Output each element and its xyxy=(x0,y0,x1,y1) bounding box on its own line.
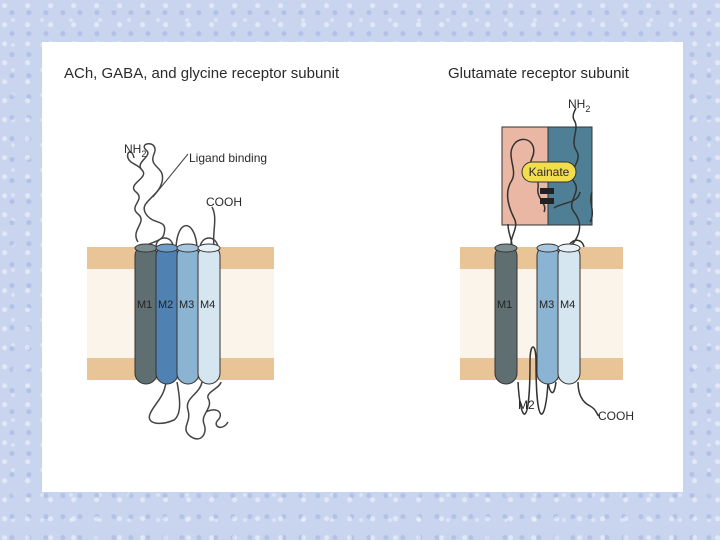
right-m2-reentrant-loop xyxy=(517,346,549,415)
kainate-label: Kainate xyxy=(529,165,570,179)
receptor-diagram: ACh, GABA, and glycine receptor subunit xyxy=(64,65,634,440)
right-loop-m2-m3 xyxy=(547,381,557,394)
slide-panel: ACh, GABA, and glycine receptor subunit xyxy=(42,42,683,492)
m2-label: M2 xyxy=(518,398,535,412)
right-segment-label-m3: M3 xyxy=(539,299,554,311)
left-helix-m1 xyxy=(134,243,158,385)
left-loop-m3-m4 xyxy=(199,237,219,248)
right-receptor-diagram: Glutamate receptor subunit Kainate xyxy=(448,65,634,423)
right-segment-label-m1: M1 xyxy=(497,299,512,311)
left-n-terminus-chain xyxy=(132,143,166,247)
right-nh2-label: NH2 xyxy=(568,97,590,114)
left-loop-intracellular-1 xyxy=(148,381,181,425)
left-helix-m3 xyxy=(176,243,200,385)
left-helix-m4 xyxy=(197,243,221,385)
right-title: Glutamate receptor subunit xyxy=(448,65,630,82)
right-s2-chain xyxy=(569,107,581,248)
right-cooh-label: COOH xyxy=(598,409,634,423)
left-segment-label-m1: M1 xyxy=(137,299,152,311)
left-title: ACh, GABA, and glycine receptor subunit xyxy=(64,65,340,82)
left-loop-intracellular-3 xyxy=(205,409,229,429)
right-s2-edge-chain xyxy=(589,191,594,223)
left-n-terminus-tail xyxy=(126,151,143,171)
right-c-terminus xyxy=(577,381,601,417)
left-loop-intracellular-2 xyxy=(185,381,222,440)
right-s2-inner-chain xyxy=(553,191,581,209)
binding-contact-2 xyxy=(540,198,554,204)
left-nh2-label: NH2 xyxy=(124,142,146,159)
right-s1-chain xyxy=(506,138,546,248)
left-segment-label-m4: M4 xyxy=(200,299,215,311)
left-segment-label-m2: M2 xyxy=(158,299,173,311)
ligand-pointer-line xyxy=(152,153,189,198)
right-linker-m1 xyxy=(507,223,513,248)
right-segment-label-m4: M4 xyxy=(560,299,575,311)
left-loop-m2-m3 xyxy=(175,225,198,248)
kainate-ligand: Kainate xyxy=(521,161,577,183)
left-helix-m2 xyxy=(155,243,179,385)
right-helix-m4 xyxy=(557,243,581,385)
right-helix-m3 xyxy=(536,243,560,385)
binding-contact-1 xyxy=(540,188,554,194)
left-segment-label-m3: M3 xyxy=(179,299,194,311)
ligand-binding-label: Ligand binding xyxy=(189,151,267,165)
left-receptor-diagram: ACh, GABA, and glycine receptor subunit xyxy=(64,65,340,440)
left-cooh-label: COOH xyxy=(206,195,242,209)
right-helix-m1 xyxy=(494,243,518,385)
left-c-terminus xyxy=(211,206,216,248)
